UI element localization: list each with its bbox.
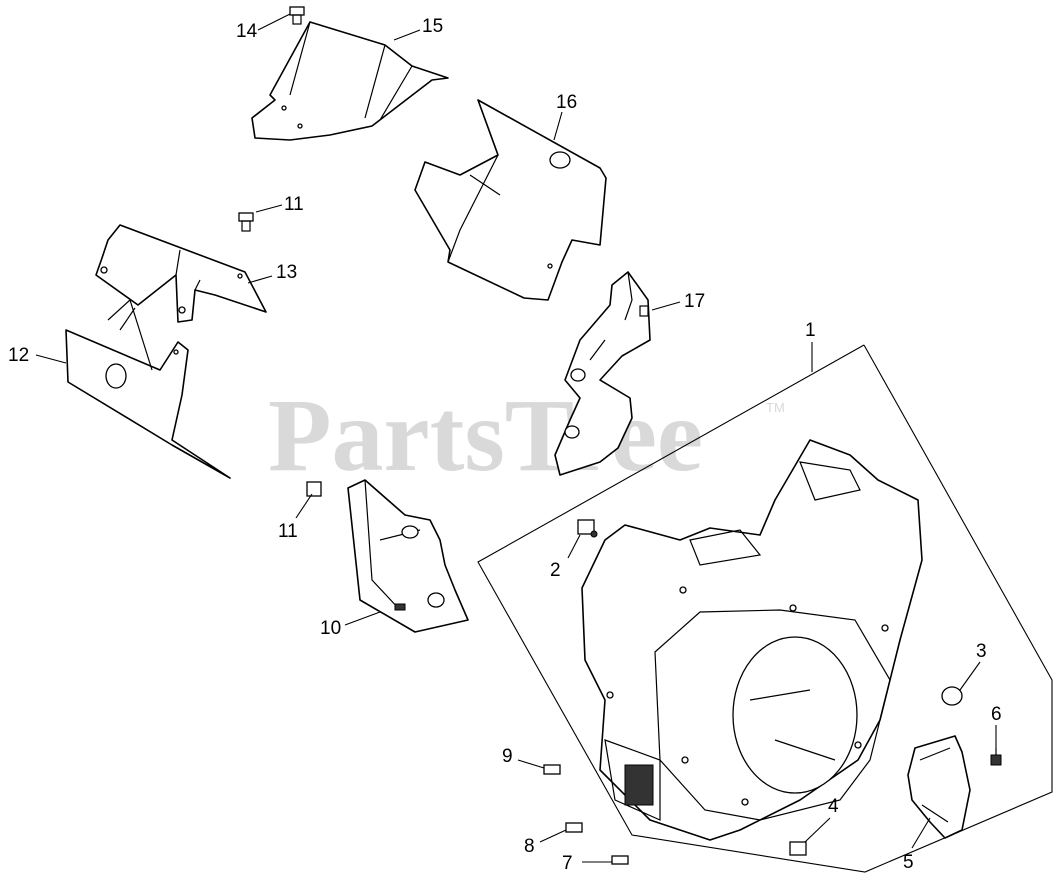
callout-4: 4: [828, 796, 839, 817]
part-3-plug[interactable]: [941, 686, 963, 706]
part-6-screw[interactable]: [990, 748, 1002, 766]
callouts: 1 2 3 4 5 6 7 8 9 10 11 11 12 13 14 15 1…: [8, 16, 1002, 874]
part-12-shroud[interactable]: [65, 298, 231, 479]
watermark-text: PartsTree: [268, 378, 703, 493]
callout-14: 14: [236, 21, 258, 42]
part-11-bolt-upper[interactable]: [238, 212, 254, 232]
part-4-clip[interactable]: [789, 841, 807, 856]
part-13-shroud[interactable]: [95, 224, 267, 323]
part-5-cover[interactable]: [907, 735, 971, 839]
part-1-blower-housing[interactable]: [581, 439, 923, 841]
callout-2: 2: [550, 560, 561, 581]
callout-7: 7: [562, 853, 573, 874]
part-11-bolt-lower[interactable]: [306, 481, 322, 497]
part-7-screw[interactable]: [611, 855, 629, 865]
callout-10: 10: [320, 618, 341, 639]
callout-3: 3: [976, 641, 987, 662]
leader-lines: [35, 13, 997, 863]
assembly-outline: [477, 344, 1053, 873]
callout-16: 16: [556, 92, 577, 113]
callout-12: 12: [8, 345, 29, 366]
part-16-shroud[interactable]: [414, 99, 607, 301]
callout-11-upper: 11: [284, 194, 304, 215]
watermark: PartsTree TM: [268, 378, 785, 493]
part-15-shroud[interactable]: [251, 21, 449, 141]
part-2-nut[interactable]: [577, 519, 598, 538]
callout-1: 1: [805, 320, 816, 341]
part-17-bracket[interactable]: [554, 271, 651, 476]
callout-17: 17: [684, 291, 705, 312]
callout-8: 8: [524, 836, 535, 857]
part-8-screw[interactable]: [565, 822, 583, 833]
watermark-trademark: TM: [766, 400, 785, 415]
callout-5: 5: [903, 852, 914, 873]
callout-11-lower: 11: [278, 521, 298, 542]
callout-13: 13: [276, 262, 297, 283]
part-9-screw[interactable]: [543, 764, 561, 775]
callout-6: 6: [991, 704, 1002, 725]
callout-9: 9: [502, 746, 513, 767]
callout-15: 15: [422, 16, 443, 37]
part-10-bracket[interactable]: [347, 479, 469, 633]
part-14-bolt[interactable]: [289, 6, 305, 25]
